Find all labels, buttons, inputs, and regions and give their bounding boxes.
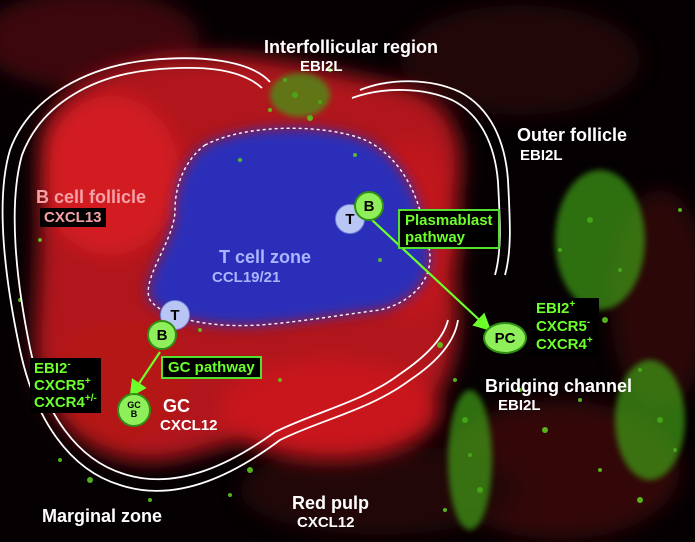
bridging-channel-label: Bridging channel <box>485 376 633 396</box>
gc-b-cell-top: GC <box>127 400 141 410</box>
gc-arrow <box>129 351 161 398</box>
gc-receptor-box: EBI2- CXCR5+ CXCR4+/- <box>30 358 101 413</box>
b-follicle-label: B cell follicle <box>36 187 147 207</box>
b-cell-lower: B <box>147 320 177 350</box>
t-zone-chemokine: CCL19/21 <box>212 269 281 286</box>
pc-receptor-cxcr4: CXCR4+ <box>536 335 593 354</box>
gc-receptor-cxcr5: CXCR5+ <box>34 376 91 395</box>
pc-receptor-cxcr5: CXCR5- <box>536 317 591 336</box>
t-zone-label: T cell zone <box>219 247 312 267</box>
plasmablast-pathway-line1: Plasmablast <box>405 212 493 229</box>
interfollicular-label: Interfollicular region <box>264 37 439 57</box>
outer-follicle-chemokine: EBI2L <box>520 147 563 164</box>
gc-chemokine: CXCL12 <box>160 417 218 434</box>
red-pulp-chemokine: CXCL12 <box>297 514 355 531</box>
bridging-channel-chemokine: EBI2L <box>498 397 541 414</box>
interfollicular-chemokine: EBI2L <box>300 58 343 75</box>
red-pulp-label: Red pulp <box>292 493 369 513</box>
marginal-zone-label: Marginal zone <box>42 506 163 526</box>
plasmablast-pathway-line2: pathway <box>405 229 466 246</box>
plasma-cell: PC <box>483 322 527 354</box>
gc-b-cell-bottom: B <box>130 409 138 419</box>
plasmablast-pathway-box: Plasmablast pathway <box>398 209 500 249</box>
gc-b-cell: GC B <box>117 393 151 427</box>
gc-receptor-ebi2: EBI2- <box>34 359 71 378</box>
gc-receptor-cxcr4: CXCR4+/- <box>34 393 97 412</box>
pc-receptor-ebi2: EBI2+ <box>536 299 576 318</box>
pc-receptor-box: EBI2+ CXCR5- CXCR4+ <box>530 298 599 356</box>
outer-follicle-label: Outer follicle <box>517 125 628 145</box>
t-cell-zone-boundary <box>147 127 431 327</box>
gc-label: GC <box>163 396 190 416</box>
t-cell-zone-region <box>148 128 430 326</box>
b-cell-upper: B <box>354 191 384 221</box>
b-follicle-chemokine: CXCL13 <box>40 208 106 227</box>
green-cell-clusters <box>270 73 685 530</box>
gc-pathway-box: GC pathway <box>161 356 262 379</box>
plasmablast-arrow <box>371 219 492 331</box>
gc-pathway-label: GC pathway <box>168 359 255 376</box>
